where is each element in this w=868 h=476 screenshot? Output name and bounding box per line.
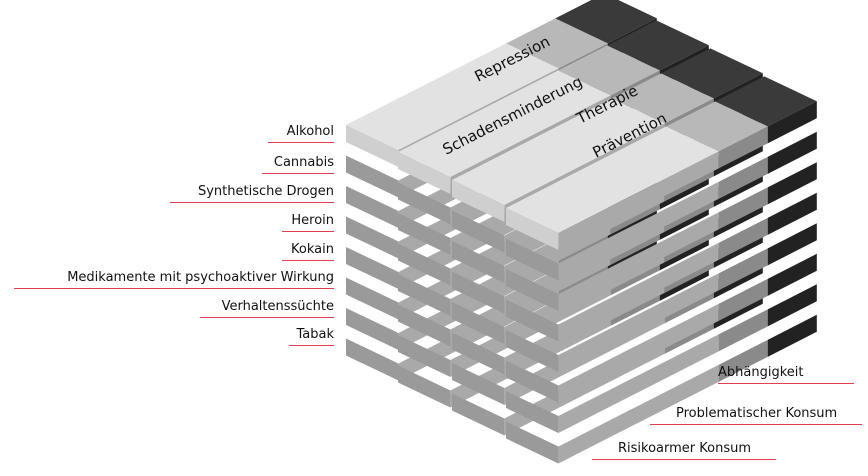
substance-label-tabak: Tabak bbox=[296, 327, 334, 342]
consumption-underline bbox=[718, 383, 854, 384]
cube-front-face bbox=[346, 216, 399, 259]
substance-underline bbox=[170, 202, 334, 203]
cube-front-face bbox=[452, 271, 505, 314]
cube-front-face bbox=[398, 243, 451, 286]
substance-underline bbox=[14, 288, 334, 289]
substance-label-cannabis: Cannabis bbox=[273, 155, 334, 170]
cube-side-face bbox=[767, 192, 817, 235]
cube-top-face bbox=[346, 43, 559, 150]
cube-front-face bbox=[452, 241, 505, 283]
cube-front-face bbox=[452, 393, 505, 436]
cube-side-face bbox=[767, 284, 817, 327]
cube-side-face bbox=[558, 334, 719, 433]
cube-front-face bbox=[398, 335, 451, 377]
cube-side-face bbox=[718, 187, 768, 230]
cube-side-face bbox=[718, 248, 768, 291]
cube-top-face bbox=[607, 20, 709, 71]
cube-top-face bbox=[506, 126, 719, 233]
substance-underline bbox=[268, 142, 334, 143]
cube-top-face bbox=[452, 98, 665, 205]
consumption-label-problematischer-konsum: Problematischer Konsum bbox=[676, 406, 838, 421]
cube-side-face bbox=[718, 339, 768, 382]
cube-front-face bbox=[452, 180, 505, 222]
substance-underline bbox=[289, 345, 334, 346]
cube-front-face bbox=[346, 186, 399, 228]
substance-label-alkohol: Alkohol bbox=[286, 124, 334, 139]
cube-side-face bbox=[767, 162, 817, 205]
substance-underline bbox=[282, 231, 334, 232]
cube-front-face bbox=[506, 238, 559, 281]
cube-front-face bbox=[346, 277, 399, 320]
substance-label-medikamente: Medikamente mit psychoaktiver Wirkung bbox=[67, 270, 334, 285]
cube-front-face bbox=[398, 182, 451, 225]
cube-front-face bbox=[506, 208, 559, 250]
cube-front-face bbox=[506, 330, 559, 372]
substance-label-verhaltenssuechte: Verhaltenssüchte bbox=[221, 299, 334, 314]
cube-top-face bbox=[715, 76, 817, 127]
cube-front-face bbox=[346, 125, 399, 167]
cube-side-face bbox=[767, 314, 817, 357]
cube-front-face bbox=[452, 302, 505, 344]
cube-front-face bbox=[398, 274, 451, 316]
cube-front-face bbox=[346, 247, 399, 289]
cube-front-face bbox=[506, 269, 559, 311]
cube-front-face bbox=[452, 210, 505, 253]
cube-front-face bbox=[398, 152, 451, 194]
cube-side-face bbox=[767, 253, 817, 296]
cube-front-face bbox=[506, 391, 559, 433]
cube-side-face bbox=[718, 309, 768, 352]
cube-top-face bbox=[558, 45, 660, 96]
cube-front-face bbox=[452, 332, 505, 375]
substance-underline bbox=[262, 173, 334, 174]
cube-side-face bbox=[558, 303, 719, 403]
cube-top-face bbox=[666, 101, 768, 152]
cube-front-face bbox=[346, 338, 399, 381]
cube-front-face bbox=[452, 363, 505, 405]
cube-front-face bbox=[346, 308, 399, 350]
cube-side-face bbox=[558, 151, 719, 250]
consumption-underline bbox=[592, 459, 776, 460]
cube-front-face bbox=[506, 299, 559, 342]
cube-front-face bbox=[398, 365, 451, 408]
cube-side-face bbox=[558, 181, 719, 281]
substance-underline bbox=[282, 260, 334, 261]
cube-top-face bbox=[398, 70, 611, 177]
cube-graphic bbox=[346, 0, 817, 464]
cube-side-face bbox=[558, 273, 719, 372]
cube-side-face bbox=[767, 131, 817, 174]
cube-side-face bbox=[558, 212, 719, 311]
cube-side-face bbox=[718, 278, 768, 321]
cube-side-face bbox=[767, 223, 817, 266]
cube-top-face bbox=[555, 0, 657, 44]
cube-side-face bbox=[718, 156, 768, 199]
cube-side-face bbox=[558, 242, 719, 342]
cube-side-face bbox=[767, 101, 817, 144]
cube-top-face bbox=[612, 73, 714, 124]
consumption-label-abhaengigkeit: Abhängigkeit bbox=[718, 365, 804, 380]
cube-top-face bbox=[661, 48, 763, 99]
substance-underline bbox=[200, 317, 334, 318]
cube-side-face bbox=[558, 364, 719, 464]
consumption-underline bbox=[650, 424, 862, 425]
cube-front-face bbox=[398, 304, 451, 347]
substance-label-kokain: Kokain bbox=[291, 242, 334, 257]
cube-front-face bbox=[346, 155, 399, 198]
cube-side-face bbox=[718, 217, 768, 260]
consumption-label-risikoarmer-konsum: Risikoarmer Konsum bbox=[618, 441, 752, 456]
cube-side-face bbox=[718, 126, 768, 169]
cube-front-face bbox=[506, 360, 559, 403]
substance-label-synthetische-drogen: Synthetische Drogen bbox=[197, 184, 334, 199]
substance-label-heroin: Heroin bbox=[291, 213, 334, 228]
cube-front-face bbox=[398, 213, 451, 255]
cube-front-face bbox=[506, 421, 559, 464]
cube-top-face bbox=[506, 18, 608, 69]
